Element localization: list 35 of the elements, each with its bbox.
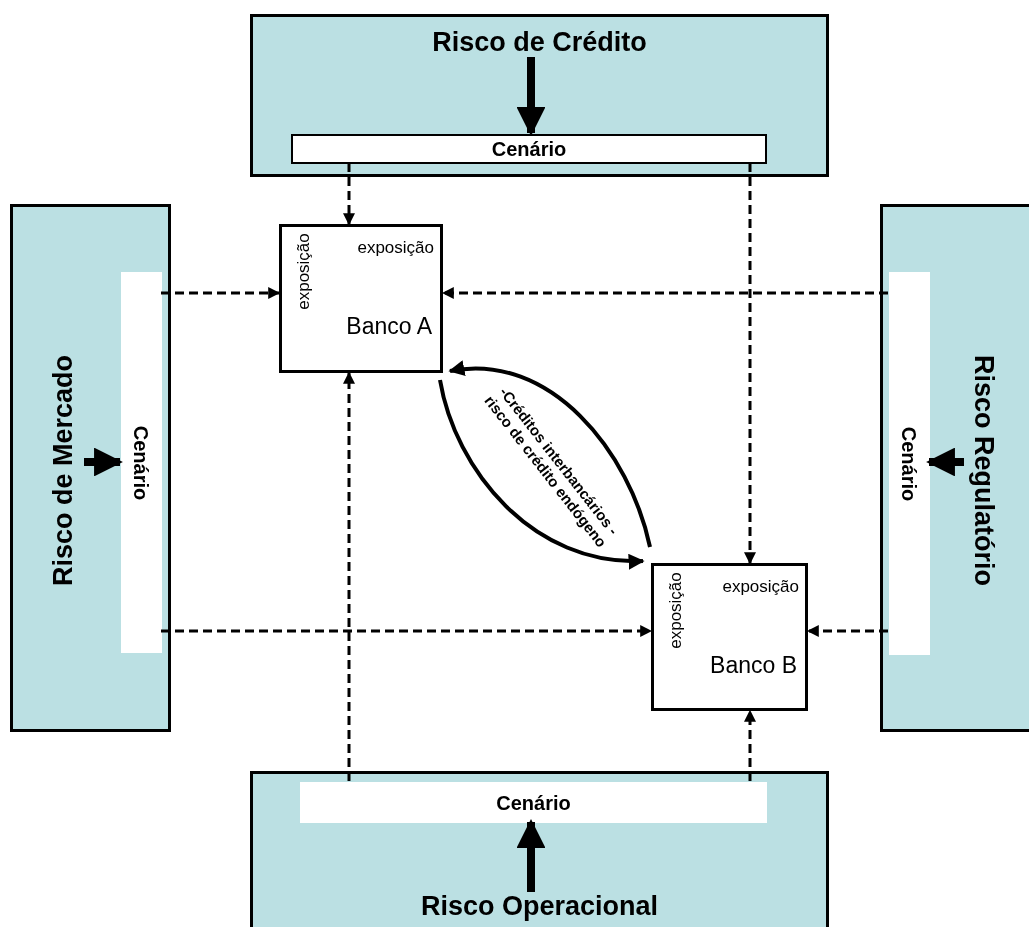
arrow [744,709,756,781]
arrow [926,447,964,477]
scenario-box [121,272,162,653]
bank-box [279,224,443,373]
arrow [161,287,281,299]
scenario-box [300,782,767,823]
arrow [343,163,355,226]
panel-heading: Risco de Crédito [431,29,648,56]
scenario-label: Cenário [131,425,152,500]
bank-box [651,563,808,711]
scenario-box [291,134,767,164]
scenario-label: Cenário [491,139,567,159]
scenario-box [889,272,930,655]
arrow [441,287,888,299]
risk-panel [250,14,829,177]
vertical-label: exposição [294,232,312,312]
arrow [744,163,756,565]
bank-name: Banco B [710,654,797,677]
curved-arrow [448,361,652,548]
arrow [806,625,888,637]
bank-name: Banco A [346,315,432,338]
arrow [343,371,355,781]
panel-heading: Risco Operacional [419,893,660,920]
panel-heading: Risco de Mercado [49,353,77,589]
curved-arrow [438,379,645,569]
scenario-label: Cenário [496,792,571,813]
exposure-label: exposição [357,239,434,256]
panel-heading: Risco Regulatório [969,354,997,588]
risk-panel [250,771,829,927]
risk-panel [10,204,171,732]
vertical-label: exposição [666,571,684,651]
scenario-label: Cenário [899,426,920,501]
exposure-label: exposição [722,578,799,595]
arrow [161,625,653,637]
risk-panel [880,204,1029,732]
